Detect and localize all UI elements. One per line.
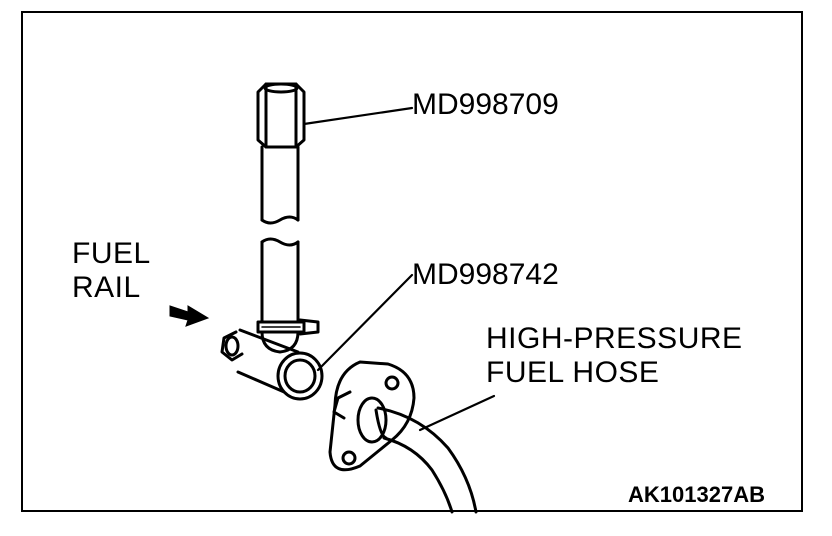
fuel-rail-label-line2: RAIL — [72, 271, 141, 304]
leader-lines — [302, 106, 496, 432]
diagram-frame — [21, 11, 803, 512]
tool-label-md998742: MD998742 — [412, 258, 559, 291]
tool-label-md998709: MD998709 — [412, 88, 559, 121]
adapter-body — [220, 328, 324, 401]
hose-label-line1: HIGH-PRESSURE — [486, 322, 743, 355]
upper-shaft — [260, 145, 300, 225]
fuel-hose — [374, 406, 478, 514]
hex-nut — [256, 82, 306, 149]
clamp-band — [256, 318, 320, 336]
lower-shaft — [260, 237, 300, 328]
hose-label-line2: FUEL HOSE — [486, 356, 660, 389]
fuel-rail-arrow-icon — [169, 305, 210, 327]
fuel-rail-label-line1: FUEL — [72, 237, 151, 270]
figure-code: AK101327AB — [628, 482, 765, 507]
